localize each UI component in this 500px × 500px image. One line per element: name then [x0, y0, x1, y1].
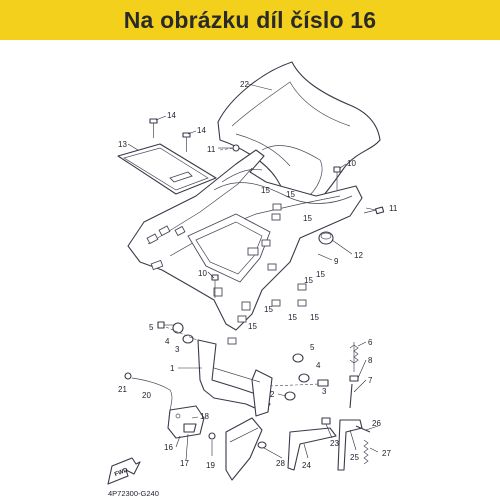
callout-28: 28	[276, 459, 285, 468]
callout-17: 17	[180, 459, 189, 468]
callout-9: 9	[334, 257, 339, 266]
cover-plate-part-13	[117, 143, 217, 195]
clip-part-15-set	[227, 203, 307, 345]
callout-25: 25	[350, 453, 359, 462]
screw-part-19	[208, 432, 216, 440]
spring-part-26	[355, 425, 371, 433]
sidestand-switch-part-16	[167, 405, 205, 439]
leader-lines	[127, 83, 379, 461]
callout-5-right: 5	[310, 343, 315, 352]
pedal-part-25	[337, 419, 363, 471]
callout-3-left: 3	[175, 345, 180, 354]
callout-14-b: 14	[197, 126, 206, 135]
callout-18: 18	[200, 412, 209, 421]
washer-part-28	[257, 441, 267, 449]
bolt-stack-left	[157, 321, 217, 349]
bolt-part-10b	[211, 274, 219, 298]
bolt-part-10a	[333, 166, 341, 190]
side-stand-assembly	[225, 417, 263, 481]
callout-23: 23	[330, 439, 339, 448]
screw-part-14a	[149, 118, 158, 138]
callout-15-h: 15	[310, 313, 319, 322]
fwd-label: FWD	[114, 467, 130, 478]
callout-15-f: 15	[264, 305, 273, 314]
callout-19: 19	[206, 461, 215, 470]
callout-1: 1	[170, 364, 175, 373]
callout-14-a: 14	[167, 111, 176, 120]
callout-6: 6	[368, 338, 373, 347]
callout-13: 13	[118, 140, 127, 149]
fwd-arrow-icon: FWD	[107, 457, 141, 485]
pin-part-8	[349, 375, 359, 382]
bolt-stack-right	[269, 353, 329, 387]
callout-11-a: 11	[207, 145, 216, 154]
cable-part-20	[124, 372, 173, 429]
callout-4-left: 4	[165, 337, 170, 346]
callout-10-a: 10	[347, 159, 356, 168]
callout-12: 12	[354, 251, 363, 260]
bolt-part-23	[321, 417, 331, 425]
callout-4-right: 4	[316, 361, 321, 370]
pin-part-7	[349, 383, 353, 409]
pivot-part-2	[284, 391, 296, 401]
callout-15-g: 15	[288, 313, 297, 322]
grommet-part-12	[318, 231, 334, 245]
exploded-parts-diagram: FWD 22 14 14 13 11 10 15	[107, 61, 398, 498]
callout-8: 8	[368, 356, 373, 365]
callout-3-right: 3	[322, 387, 327, 396]
body-frame-part-9	[127, 149, 363, 331]
spring-part-6	[349, 342, 359, 372]
lever-part-24	[287, 427, 337, 471]
callout-24: 24	[302, 461, 311, 470]
spring-part-27	[363, 439, 369, 465]
callout-10-b: 10	[198, 269, 207, 278]
callout-7: 7	[368, 376, 373, 385]
callout-20: 20	[142, 391, 151, 400]
callout-26: 26	[372, 419, 381, 428]
callout-2: 2	[270, 390, 275, 399]
callout-11-b: 11	[389, 204, 398, 213]
drawing-code: 4P72300-G240	[108, 489, 159, 498]
callout-15-b: 15	[286, 190, 295, 199]
callout-15-d: 15	[316, 270, 325, 279]
callout-16: 16	[164, 443, 173, 452]
screw-part-11a	[219, 144, 240, 152]
callout-21: 21	[118, 385, 127, 394]
screw-part-11b	[363, 206, 385, 215]
callout-5-left: 5	[149, 323, 154, 332]
title-banner: Na obrázku díl číslo 16	[0, 0, 500, 40]
callout-22: 22	[240, 80, 249, 89]
seat-cover-part-22	[217, 61, 381, 214]
callout-15-a: 15	[261, 186, 270, 195]
main-stand-part-1	[197, 339, 273, 417]
callout-27: 27	[382, 449, 391, 458]
callout-15-i: 15	[248, 322, 257, 331]
callout-labels: 22 14 14 13 11 10 15 15 11 15 12 9 10 15…	[118, 80, 398, 470]
banner-title: Na obrázku díl číslo 16	[123, 6, 377, 33]
callout-15-e: 15	[304, 276, 313, 285]
screw-part-14b	[182, 132, 191, 152]
callout-15-c: 15	[303, 214, 312, 223]
